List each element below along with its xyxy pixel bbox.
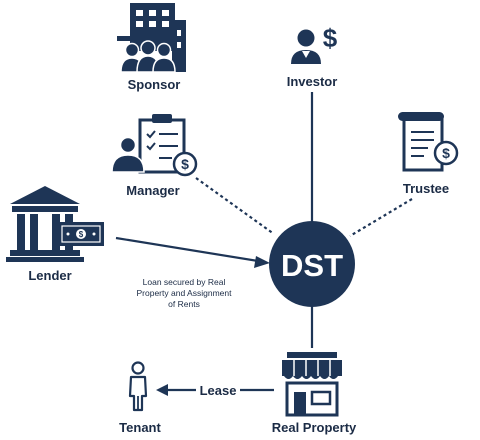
svg-text:$: $ — [79, 230, 84, 239]
dst-circle — [269, 221, 355, 307]
manager-node: $ Manager — [111, 114, 198, 198]
storefront-icon — [282, 352, 342, 417]
investor-dollar-icon: $ — [291, 23, 338, 64]
edge-trustee-dst — [349, 198, 413, 237]
tenant-label: Tenant — [119, 420, 161, 435]
svg-text:$: $ — [442, 145, 450, 161]
trustee-label: Trustee — [403, 181, 449, 196]
dst-label: DST — [281, 248, 343, 283]
svg-text:$: $ — [323, 23, 338, 53]
investor-label: Investor — [287, 74, 338, 89]
loan-note-line-1: Loan secured by Real — [143, 277, 226, 287]
svg-text:$: $ — [181, 156, 189, 172]
real-property-label: Real Property — [272, 420, 357, 435]
lease-label: Lease — [200, 383, 237, 398]
office-building-people-icon — [117, 3, 186, 73]
lender-arrowhead — [254, 256, 270, 268]
sponsor-node: Sponsor — [117, 3, 186, 92]
lender-node: $ Lender — [6, 186, 104, 283]
bank-cash-icon: $ — [6, 186, 104, 262]
loan-note: Loan secured by Real Property and Assign… — [137, 277, 233, 309]
loan-note-line-3: of Rents — [168, 299, 200, 309]
loan-note-line-2: Property and Assignment — [137, 288, 233, 298]
trustee-node: $ Trustee — [398, 112, 459, 196]
lender-label: Lender — [28, 268, 71, 283]
real-property-node: Real Property — [272, 352, 357, 435]
tenant-node: Tenant — [119, 361, 161, 435]
edge-manager-dst — [195, 177, 275, 235]
manager-clipboard-dollar-icon: $ — [111, 114, 198, 177]
person-icon — [128, 361, 148, 412]
manager-label: Manager — [126, 183, 179, 198]
investor-node: $ Investor — [287, 23, 338, 89]
sponsor-label: Sponsor — [128, 77, 181, 92]
lease-arrowhead — [156, 384, 168, 396]
dst-node: DST — [269, 221, 355, 307]
trustee-scroll-dollar-icon: $ — [398, 112, 459, 172]
connectors — [115, 92, 413, 392]
edge-lender-dst — [115, 236, 259, 263]
